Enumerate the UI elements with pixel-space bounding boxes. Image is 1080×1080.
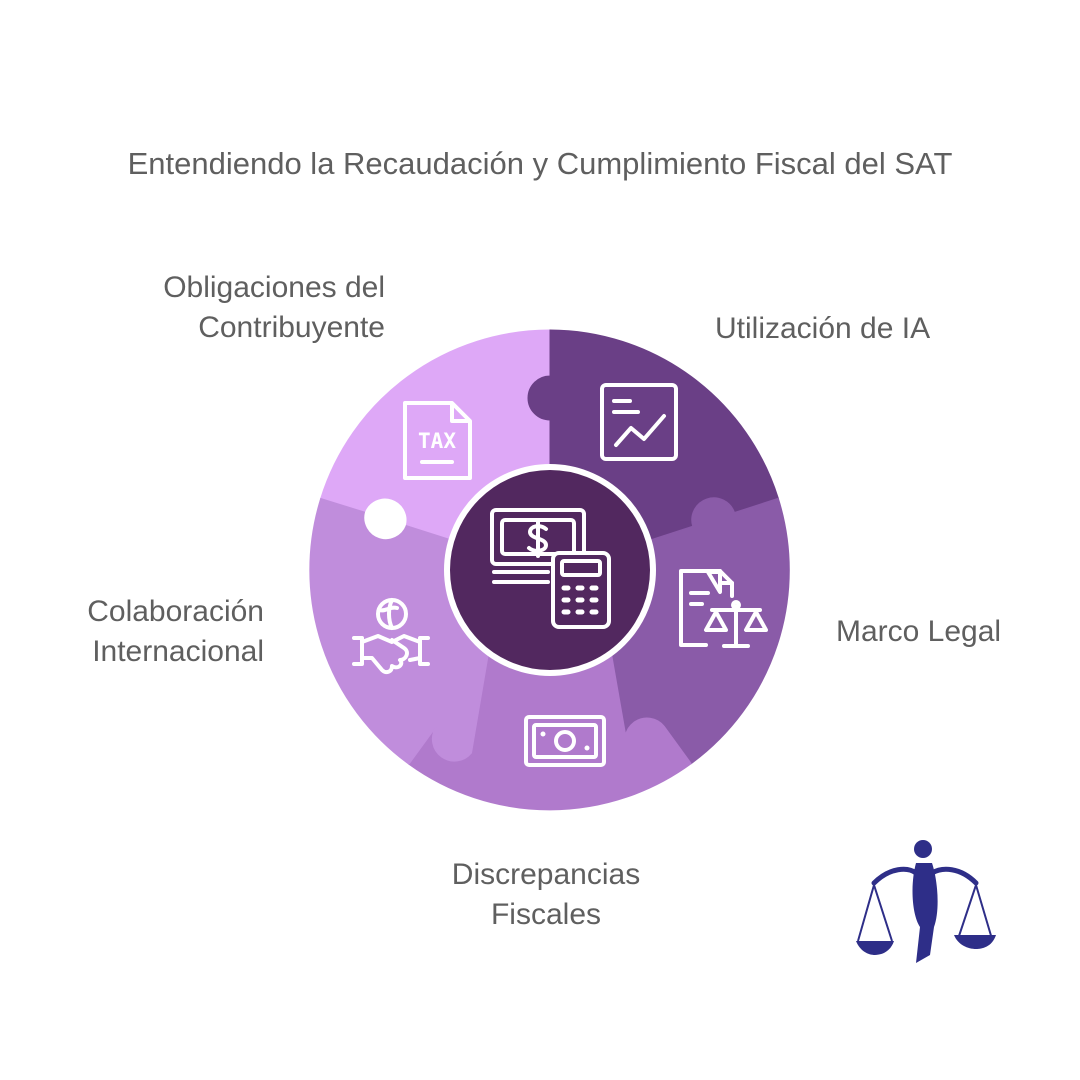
page-title: Entendiendo la Recaudación y Cumplimient… bbox=[127, 146, 953, 181]
scales-of-justice-logo-icon bbox=[856, 840, 996, 963]
handshake-globe-icon bbox=[352, 598, 430, 675]
label-marco-legal: Marco Legal bbox=[836, 612, 1056, 652]
label-discrepancias-line-2: Fiscales bbox=[490, 898, 602, 931]
label-ia: Utilización de IA bbox=[715, 309, 1035, 349]
label-colaboracion-line-2: Internacional bbox=[92, 635, 264, 668]
label-marco-line-1: Marco Legal bbox=[836, 615, 1002, 648]
label-obligaciones: Obligaciones del Contribuyente bbox=[60, 268, 385, 348]
segment-colaboracion bbox=[309, 497, 489, 765]
label-obligaciones-line-2: Contribuyente bbox=[198, 311, 385, 344]
label-colaboracion: Colaboración Internacional bbox=[20, 592, 264, 672]
banknote-icon bbox=[524, 715, 606, 767]
label-discrepancias-line-1: Discrepancias bbox=[451, 858, 641, 891]
label-obligaciones-line-1: Obligaciones del bbox=[163, 271, 385, 304]
center-circle bbox=[444, 464, 656, 676]
tax-icon-text: TAX bbox=[418, 429, 456, 453]
label-ia-line-1: Utilización de IA bbox=[715, 312, 931, 345]
legal-scale-icon bbox=[679, 569, 768, 648]
label-colaboracion-line-1: Colaboración bbox=[87, 595, 264, 628]
label-discrepancias: Discrepancias Fiscales bbox=[390, 855, 702, 935]
chart-trend-icon bbox=[600, 383, 678, 461]
money-calculator-icon bbox=[490, 508, 611, 629]
tax-document-icon bbox=[403, 401, 472, 480]
